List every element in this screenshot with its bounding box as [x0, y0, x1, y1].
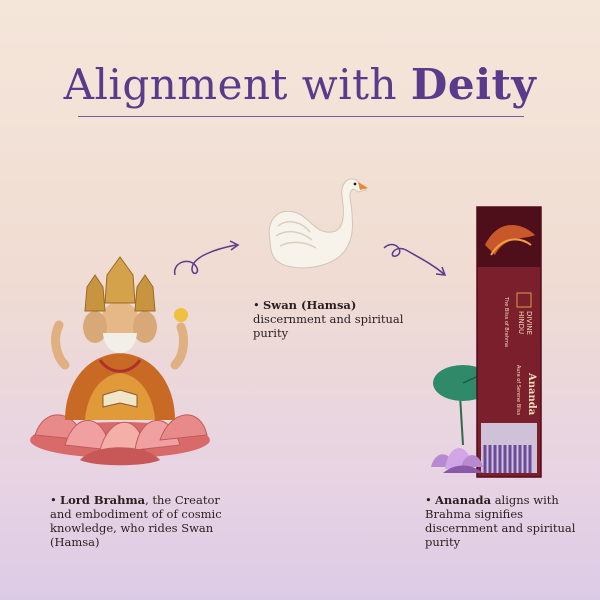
- product-series: The Bliss of Brahma: [503, 296, 509, 347]
- product-brand: DIVINE: [525, 311, 533, 335]
- caption-ananada: •Ananada aligns with Brahma signifies di…: [425, 493, 576, 549]
- lotus-icon: [30, 414, 210, 466]
- caption-swan: •Swan (Hamsa) discernment and spiritual …: [253, 298, 404, 340]
- lotus-icon: [431, 448, 483, 473]
- brahma-illustration: [30, 256, 210, 466]
- title-divider: [78, 116, 524, 117]
- incense-box-illustration: DIVINE HINDU The Bliss of Brahma Ananda …: [431, 206, 542, 478]
- arrow-icon: [383, 243, 447, 276]
- page-title: Alignment with Deity: [63, 60, 537, 109]
- product-name: Ananda: [526, 372, 537, 416]
- caption-brahma: •Lord Brahma, the Creator and embodiment…: [50, 493, 222, 549]
- swan-illustration: [268, 178, 368, 269]
- arrow-icon: [173, 240, 240, 276]
- product-brand-2: HINDU: [517, 311, 525, 334]
- product-tagline: Aura of Serene Bliss: [515, 365, 521, 416]
